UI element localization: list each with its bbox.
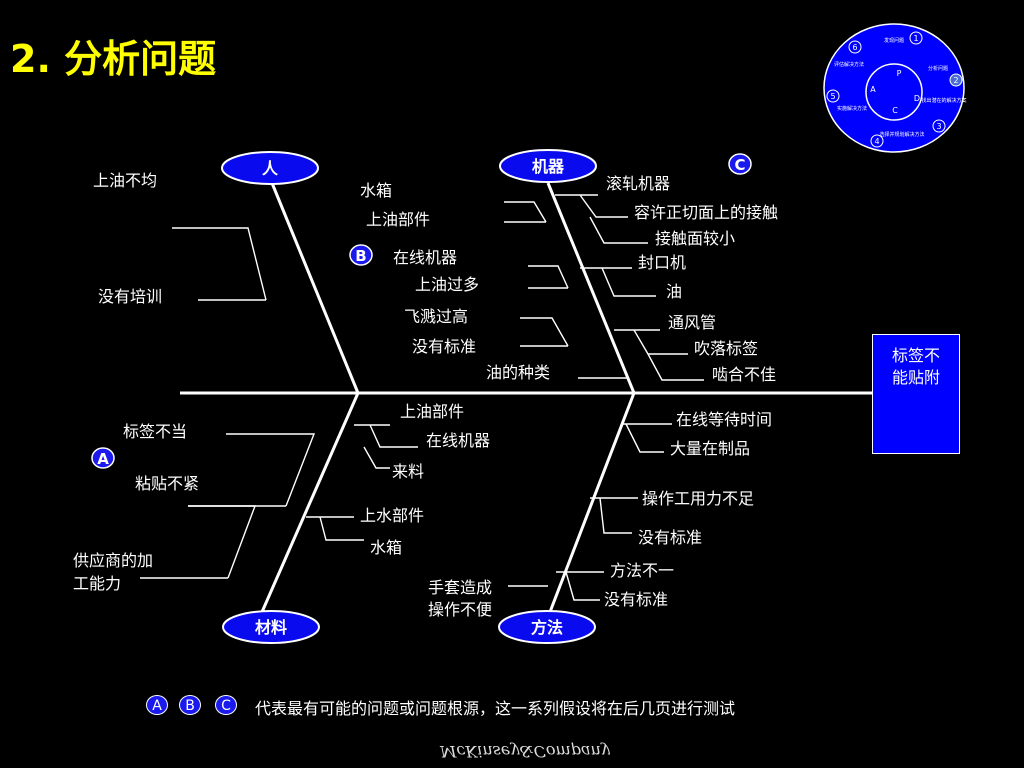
cause-label: 在线机器 (393, 248, 457, 267)
svg-text:实施解决方法: 实施解决方法 (837, 105, 867, 112)
category-method: 方法 (498, 610, 596, 644)
cause-label: 没有标准 (638, 528, 702, 547)
svg-text:4: 4 (874, 137, 879, 146)
cause-label: 大量在制品 (670, 439, 750, 458)
category-machine: 机器 (499, 149, 597, 183)
bone-machine (546, 182, 636, 394)
category-man: 人 (221, 151, 319, 185)
svg-text:发现问题: 发现问题 (884, 37, 904, 44)
svg-text:1: 1 (913, 34, 918, 43)
svg-text:2: 2 (953, 76, 958, 85)
process-cycle-diagram: P D C A 1 2 3 4 5 6 发现问题 分析问题 找出潜在的解决方案 … (823, 23, 967, 153)
cause-label: 油的种类 (486, 363, 550, 382)
footer-legend: A B C 代表最有可能的问题或问题根源，这一系列假设将在后几页进行测试 (0, 690, 1024, 720)
bone-method (548, 392, 636, 613)
cause-label: 没有标准 (412, 337, 476, 356)
man-sub-branches (172, 227, 267, 301)
svg-text:C: C (892, 106, 898, 115)
effect-line: 能贴附 (891, 368, 940, 387)
cause-label: 水箱 (370, 538, 402, 557)
svg-text:人: 人 (262, 159, 279, 178)
method-branches (508, 423, 672, 601)
cause-label: 没有标准 (604, 590, 668, 609)
svg-text:评估解决方法: 评估解决方法 (834, 61, 864, 68)
legend-marker-c: C (215, 695, 237, 715)
marker-a: A (91, 447, 115, 469)
cause-label: 容许正切面上的接触 (634, 203, 778, 222)
effect-box: 标签不 能贴附 (872, 334, 960, 454)
cause-label: 没有培训 (98, 287, 162, 306)
cause-label: 方法不一 (610, 561, 674, 580)
machine-left-branches (504, 201, 628, 379)
svg-text:分析问题: 分析问题 (928, 65, 948, 72)
machine-right-branches (555, 194, 704, 381)
cause-label: 工能力 (73, 574, 121, 593)
svg-text:P: P (897, 69, 902, 78)
cause-label: 在线等待时间 (676, 410, 772, 429)
page-title: 2. 分析问题 (10, 37, 217, 81)
cause-label: 滚轧机器 (606, 174, 670, 193)
cause-label: 供应商的加 (73, 551, 153, 570)
svg-text:找出潜在的解决方案: 找出潜在的解决方案 (921, 97, 966, 104)
svg-text:A: A (97, 450, 109, 468)
svg-text:材料: 材料 (255, 618, 287, 637)
cause-label: 来料 (392, 462, 424, 481)
cause-label: 手套造成 (428, 578, 492, 597)
cause-label: 上油部件 (366, 210, 430, 229)
cause-label: 飞溅过高 (404, 307, 468, 326)
svg-text:D: D (914, 94, 920, 103)
legend-marker-a: A (146, 695, 168, 715)
cause-label: 操作不便 (428, 600, 492, 619)
cause-label: 上油过多 (415, 275, 479, 294)
svg-text:C: C (734, 156, 745, 174)
svg-text:6: 6 (852, 43, 857, 52)
marker-c: C (728, 153, 752, 175)
effect-line: 标签不 (891, 346, 940, 365)
cause-label: 啮合不佳 (712, 365, 776, 384)
cause-label: 上水部件 (360, 506, 424, 525)
cause-label: 粘贴不紧 (135, 474, 199, 493)
material-branches (140, 424, 418, 579)
svg-text:方法: 方法 (531, 618, 563, 637)
brand-logo: McKinsey&Company (440, 742, 610, 761)
cause-label: 油 (666, 282, 682, 301)
cause-label: 吹落标签 (694, 339, 758, 358)
svg-text:3: 3 (936, 122, 941, 131)
marker-b: B (349, 244, 373, 266)
cause-label: 接触面较小 (655, 229, 735, 248)
legend-text: 代表最有可能的问题或问题根源，这一系列假设将在后几页进行测试 (255, 699, 736, 718)
cause-label: 水箱 (360, 181, 392, 200)
bone-man (270, 182, 360, 394)
cause-label: 上油部件 (400, 402, 464, 421)
category-material: 材料 (222, 610, 320, 644)
cause-label: 标签不当 (123, 422, 187, 441)
svg-text:机器: 机器 (532, 157, 565, 176)
cause-label: 通风管 (668, 313, 716, 332)
cause-label: 操作工用力不足 (642, 489, 754, 508)
cause-label: 上油不均 (93, 171, 157, 190)
cause-label: 封口机 (638, 253, 686, 272)
svg-text:A: A (870, 85, 876, 94)
svg-text:选择并规划解决方法: 选择并规划解决方法 (879, 131, 924, 138)
bone-material (260, 392, 360, 613)
svg-text:B: B (355, 247, 366, 265)
legend-marker-b: B (179, 695, 201, 715)
cause-label: 在线机器 (426, 431, 490, 450)
svg-text:5: 5 (830, 92, 835, 101)
